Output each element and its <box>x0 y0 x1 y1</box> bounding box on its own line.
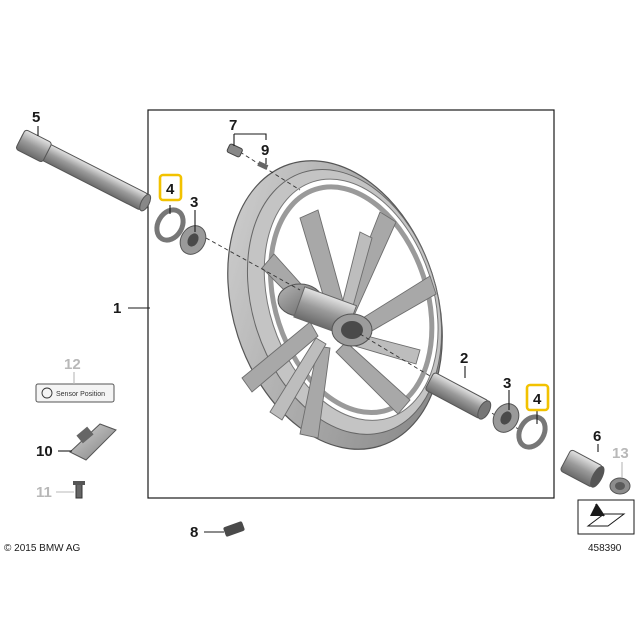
diagram-number: 458390 <box>588 543 622 554</box>
callout-8: 8 <box>190 524 198 541</box>
wheel-hub <box>277 283 373 347</box>
assembly-frame <box>147 109 555 499</box>
callout-3-right: 3 <box>503 375 511 392</box>
highlight-box-4-left <box>158 173 183 202</box>
axle <box>15 129 152 212</box>
callout-2: 2 <box>460 350 468 367</box>
valve-axis-line <box>239 151 301 191</box>
callout-1: 1 <box>113 300 121 317</box>
bearing-left <box>179 225 207 255</box>
callout-9: 9 <box>261 142 269 159</box>
bushing <box>560 449 605 488</box>
valve <box>226 143 269 170</box>
sensor-position-sticker: Sensor Position <box>35 383 115 403</box>
diagram-id-icon <box>577 499 635 535</box>
callout-4-left: 4 <box>166 181 175 198</box>
bearing-right <box>492 403 520 433</box>
sensor-position-text: Sensor Position <box>56 391 105 398</box>
screw <box>73 481 85 499</box>
callout-5: 5 <box>32 109 40 126</box>
spacer-ring-left <box>154 207 186 243</box>
callout-4-right: 4 <box>533 391 542 408</box>
callout-13: 13 <box>612 445 629 462</box>
callout-3-left: 3 <box>190 194 198 211</box>
spacer-sleeve <box>425 372 492 420</box>
callout-6: 6 <box>593 428 601 445</box>
balance-weight <box>223 521 245 537</box>
callout-7: 7 <box>229 117 237 134</box>
cap <box>609 477 631 495</box>
highlight-box-4-right <box>525 383 550 412</box>
spacer-ring-right <box>516 414 548 450</box>
callout-12: 12 <box>64 356 81 373</box>
callout-11: 11 <box>36 484 52 501</box>
sensor <box>69 423 117 461</box>
copyright-text: © 2015 BMW AG <box>4 543 81 554</box>
leader-lines <box>37 126 623 533</box>
callout-10: 10 <box>36 443 53 460</box>
